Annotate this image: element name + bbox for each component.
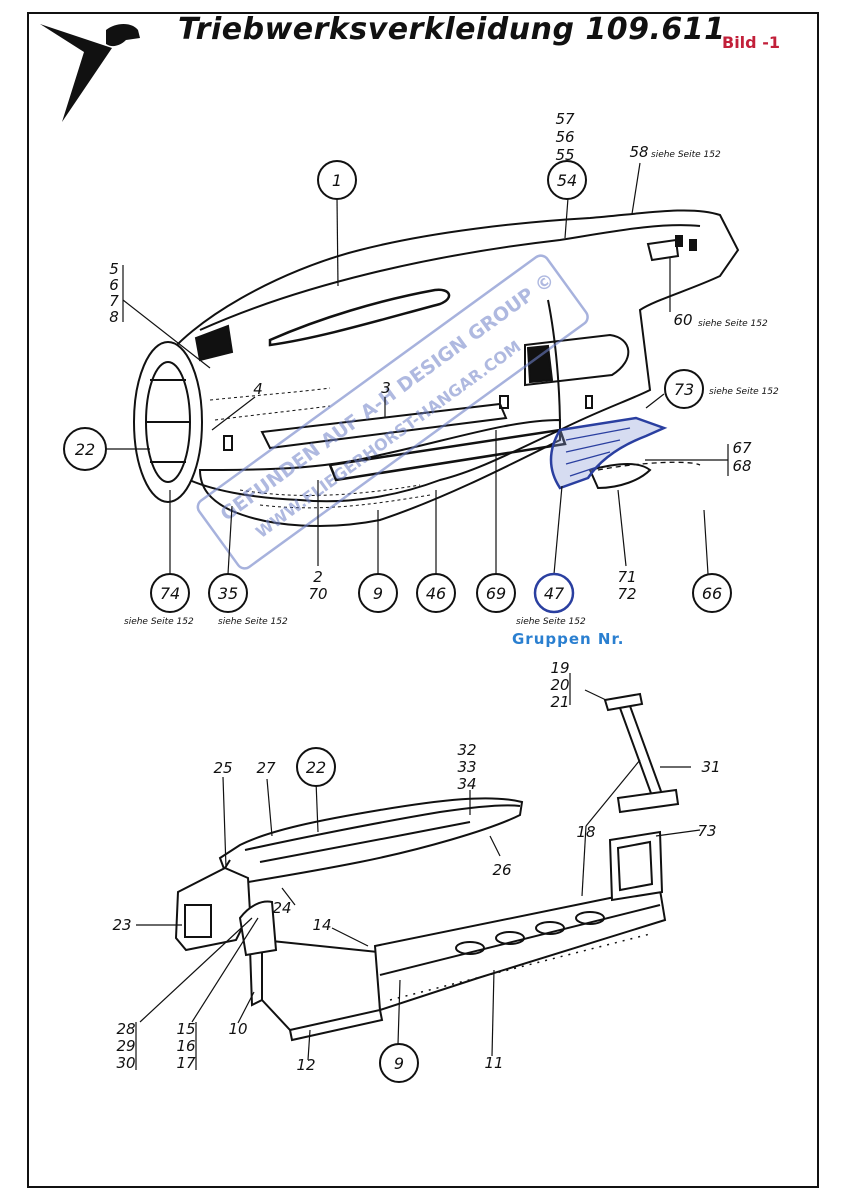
svg-text:32: 32 <box>457 741 476 759</box>
callout-1: 1 <box>332 171 342 190</box>
callout-numbers: 1 54 22 73 74 35 9 46 69 47 66 22 9 <box>75 171 722 1073</box>
svg-text:20: 20 <box>550 676 569 694</box>
engine-cowling-drawing <box>133 209 740 527</box>
svg-text:72: 72 <box>617 585 636 603</box>
callout-9-lower: 9 <box>394 1054 404 1073</box>
svg-text:18: 18 <box>576 823 595 841</box>
svg-text:60: 60 <box>673 311 692 329</box>
callout-54: 54 <box>557 171 577 190</box>
svg-text:6: 6 <box>109 276 119 294</box>
svg-text:27: 27 <box>256 759 276 777</box>
callout-22: 22 <box>75 440 95 459</box>
svg-text:11: 11 <box>484 1054 503 1072</box>
svg-text:siehe Seite 152: siehe Seite 152 <box>516 617 586 627</box>
svg-text:33: 33 <box>457 758 476 776</box>
svg-text:siehe Seite 152: siehe Seite 152 <box>709 387 779 397</box>
svg-text:siehe Seite 152: siehe Seite 152 <box>124 617 194 627</box>
figure-number: Bild -1 <box>722 33 780 52</box>
svg-text:17: 17 <box>176 1054 196 1072</box>
svg-text:70: 70 <box>308 585 327 603</box>
svg-text:68: 68 <box>732 457 751 475</box>
svg-text:26: 26 <box>492 861 511 879</box>
svg-text:21: 21 <box>550 693 569 711</box>
highlighted-part-47 <box>549 416 668 490</box>
callout-73: 73 <box>674 380 694 399</box>
svg-text:15: 15 <box>176 1020 195 1038</box>
svg-text:71: 71 <box>617 568 636 586</box>
svg-text:31: 31 <box>701 758 720 776</box>
callout-66: 66 <box>702 584 722 603</box>
watermark: GEFUNDEN AUF A-H DESIGN GROUP © WWW.FLIE… <box>196 254 589 570</box>
svg-text:58: 58 <box>629 143 648 161</box>
svg-text:67: 67 <box>732 439 752 457</box>
svg-text:56: 56 <box>555 128 574 146</box>
svg-text:siehe Seite 152: siehe Seite 152 <box>698 319 768 329</box>
svg-text:4: 4 <box>253 380 263 398</box>
svg-text:55: 55 <box>555 146 574 164</box>
callout-22-lower: 22 <box>306 758 326 777</box>
bird-logo-icon <box>40 24 140 122</box>
svg-text:2: 2 <box>313 568 323 586</box>
part-numbers: 57 56 55 58 5 6 7 8 4 3 60 67 68 2 70 71… <box>109 110 752 1074</box>
callout-9: 9 <box>373 584 383 603</box>
callout-circles <box>63 160 732 1083</box>
page-frame <box>27 12 819 1188</box>
svg-text:16: 16 <box>176 1037 195 1055</box>
svg-text:30: 30 <box>116 1054 135 1072</box>
callout-47: 47 <box>544 584 565 603</box>
svg-text:10: 10 <box>228 1020 247 1038</box>
svg-text:34: 34 <box>457 775 476 793</box>
leader-lines <box>106 162 729 1070</box>
svg-text:8: 8 <box>109 308 119 326</box>
callout-35: 35 <box>218 584 238 603</box>
engine-mount-drawing <box>174 692 680 1042</box>
svg-text:12: 12 <box>296 1056 315 1074</box>
page-title: Triebwerksverkleidung 109.611 <box>178 12 726 47</box>
svg-text:25: 25 <box>213 759 232 777</box>
callout-46: 46 <box>426 584 446 603</box>
svg-text:5: 5 <box>109 260 119 278</box>
svg-text:29: 29 <box>116 1037 135 1055</box>
svg-text:siehe Seite 152: siehe Seite 152 <box>651 150 721 160</box>
svg-text:siehe Seite 152: siehe Seite 152 <box>218 617 288 627</box>
svg-text:7: 7 <box>109 292 119 310</box>
svg-text:14: 14 <box>312 916 331 934</box>
svg-text:WWW.FLIEGERHORST-HANGAR.COM: WWW.FLIEGERHORST-HANGAR.COM <box>252 337 524 542</box>
callout-74: 74 <box>160 584 180 603</box>
page-reference-notes: siehe Seite 152 siehe Seite 152 siehe Se… <box>124 150 779 627</box>
svg-text:24: 24 <box>272 899 291 917</box>
svg-text:73: 73 <box>697 822 716 840</box>
svg-text:23: 23 <box>112 916 131 934</box>
svg-text:19: 19 <box>550 659 569 677</box>
callout-69: 69 <box>486 584 506 603</box>
svg-text:28: 28 <box>116 1020 135 1038</box>
group-number-label: Gruppen Nr. <box>512 630 625 648</box>
svg-text:3: 3 <box>381 379 391 397</box>
svg-text:57: 57 <box>555 110 575 128</box>
